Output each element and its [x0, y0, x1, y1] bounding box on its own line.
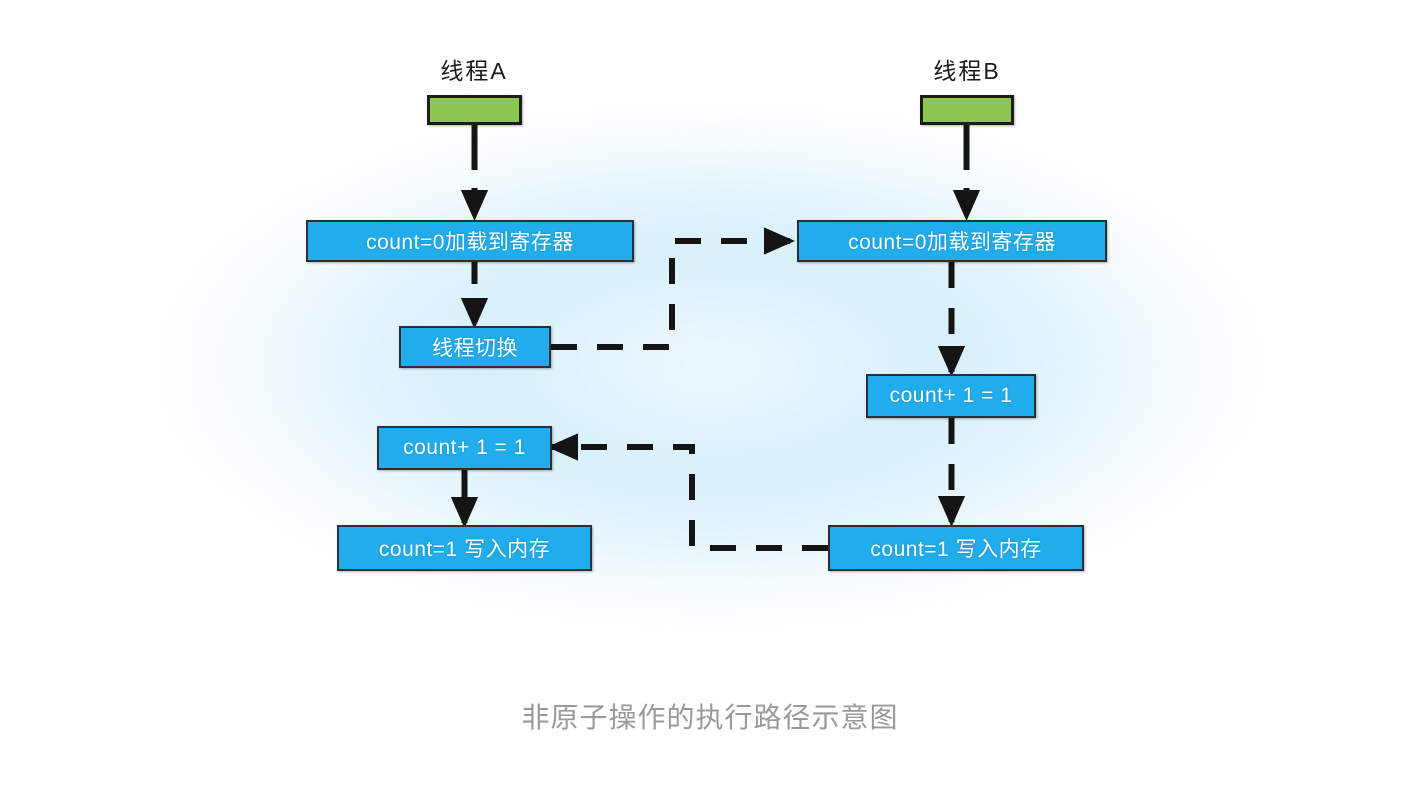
node-b-incr[interactable]: count+ 1 = 1	[866, 374, 1036, 418]
figure-caption: 非原子操作的执行路径示意图	[521, 702, 899, 733]
node-a-incr[interactable]: count+ 1 = 1	[377, 426, 552, 470]
thread-label-b: 线程B	[933, 58, 1001, 84]
node-b-load-label: count=0加载到寄存器	[848, 231, 1056, 254]
thread-bar-b	[920, 95, 1014, 125]
thread-bar-a	[427, 95, 522, 125]
background-glow	[150, 110, 1270, 640]
node-b-write-label: count=1 写入内存	[870, 538, 1042, 561]
node-a-incr-label: count+ 1 = 1	[403, 436, 526, 459]
node-a-switch-label: 线程切换	[432, 337, 518, 360]
node-a-load-label: count=0加载到寄存器	[366, 231, 574, 254]
background-glow-core	[250, 150, 1170, 580]
node-b-load[interactable]: count=0加载到寄存器	[797, 220, 1107, 262]
node-a-write-label: count=1 写入内存	[378, 538, 551, 561]
node-b-incr-label: count+ 1 = 1	[889, 384, 1013, 407]
node-a-write[interactable]: count=1 写入内存	[337, 525, 592, 571]
node-a-switch[interactable]: 线程切换	[399, 326, 551, 368]
node-b-write[interactable]: count=1 写入内存	[828, 525, 1084, 571]
edge-b-write-to-a-incr	[547, 433, 828, 551]
thread-label-a: 线程A	[440, 58, 508, 84]
node-a-load[interactable]: count=0加载到寄存器	[306, 220, 634, 262]
